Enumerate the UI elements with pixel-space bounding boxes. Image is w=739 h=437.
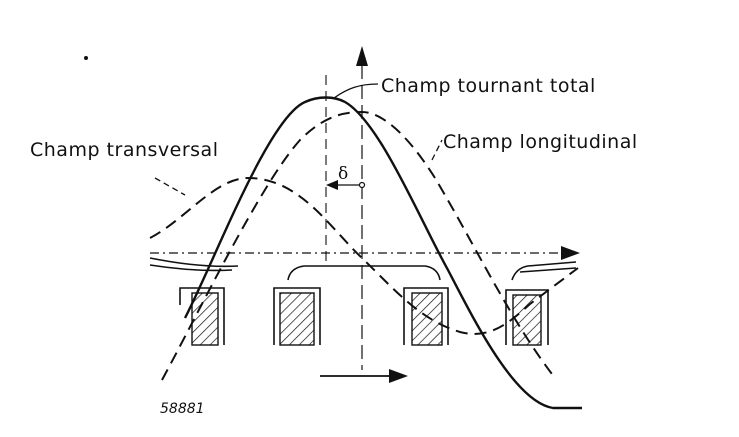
vertical-axis [356, 46, 368, 370]
figure-number: 58881 [160, 401, 205, 417]
rotation-direction-arrow [320, 369, 408, 383]
delta-label: δ [338, 164, 348, 184]
horizontal-axis [150, 246, 580, 260]
stray-dot [84, 56, 88, 60]
total-field-label: Champ tournant total [381, 75, 596, 97]
transversal-leader [154, 177, 186, 196]
slot-3 [403, 287, 449, 346]
slot-2 [273, 287, 321, 346]
longitudinal-field-curve [161, 110, 556, 381]
longitudinal-leader [431, 139, 443, 161]
transversal-field-label: Champ transversal [30, 139, 218, 161]
slot-1 [179, 287, 225, 346]
longitudinal-field-label: Champ longitudinal [443, 131, 638, 153]
total-leader [333, 83, 379, 99]
delta-marker [326, 180, 366, 190]
pole-shoes [149, 257, 577, 281]
total-field-curve [183, 96, 582, 410]
